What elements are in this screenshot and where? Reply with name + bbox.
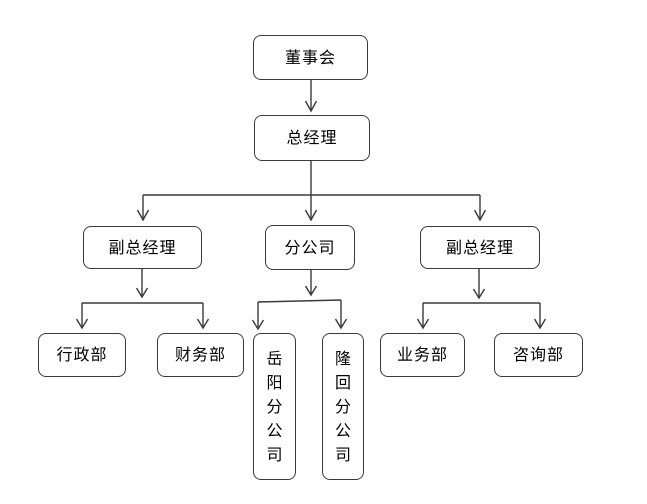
node-longhui-branch[interactable]: 隆 回 分 公 司 xyxy=(322,333,364,480)
node-branch-company[interactable]: 分公司 xyxy=(265,225,355,270)
node-general-manager[interactable]: 总经理 xyxy=(254,115,370,161)
node-longhui-branch-char: 公 xyxy=(334,420,351,440)
node-longhui-branch-char: 回 xyxy=(334,372,351,392)
connector-deputy-right-to-depts xyxy=(416,269,547,330)
node-longhui-branch-char: 司 xyxy=(334,444,351,464)
connector-deputy-left-to-depts xyxy=(75,269,210,330)
node-deputy-gm-right[interactable]: 副总经理 xyxy=(420,226,540,269)
node-yueyang-branch-char: 分 xyxy=(266,396,283,416)
connector-gm-to-children xyxy=(136,161,487,222)
node-longhui-branch-char: 隆 xyxy=(334,348,351,368)
node-yueyang-branch-char: 岳 xyxy=(266,348,283,368)
node-yueyang-branch-char: 公 xyxy=(266,420,283,440)
node-business-dept[interactable]: 业务部 xyxy=(380,333,465,377)
connector-branch-to-subbranches xyxy=(251,270,348,331)
node-consulting-dept[interactable]: 咨询部 xyxy=(494,333,583,377)
node-admin-dept[interactable]: 行政部 xyxy=(38,333,126,377)
node-finance-dept[interactable]: 财务部 xyxy=(157,333,244,377)
node-longhui-branch-char: 分 xyxy=(334,396,351,416)
connector-board-to-gm xyxy=(304,80,318,113)
node-yueyang-branch[interactable]: 岳 阳 分 公 司 xyxy=(253,333,296,480)
node-yueyang-branch-char: 阳 xyxy=(266,372,283,392)
node-deputy-gm-left[interactable]: 副总经理 xyxy=(83,226,202,269)
node-board-of-directors[interactable]: 董事会 xyxy=(253,35,368,80)
node-yueyang-branch-char: 司 xyxy=(266,444,283,464)
